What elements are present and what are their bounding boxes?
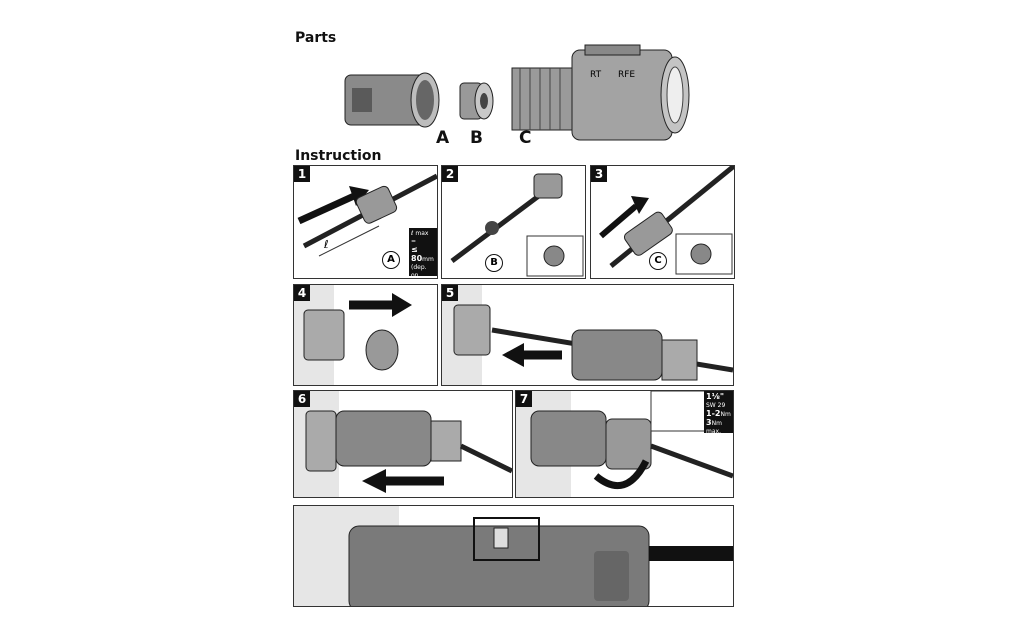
final-detail-panel <box>293 505 734 607</box>
step-7-number: 7 <box>516 391 532 407</box>
parts-heading: Parts <box>295 30 337 46</box>
note-torque: 1-2 <box>706 409 721 418</box>
note-max: 3 <box>706 418 712 427</box>
housing-mark-rfe: RFE <box>618 70 636 80</box>
note-80: ≤ 80 <box>411 245 423 263</box>
note-max-unit: Nm max. <box>706 420 722 435</box>
parts-illustration <box>344 44 690 141</box>
step-3-number: 3 <box>591 166 607 182</box>
part-b-seal <box>459 82 494 120</box>
note-dep: (dep. on adapter position) <box>411 264 427 279</box>
step-1-note: ℓ max =≤ 80mm(dep. on adapter position) <box>409 228 437 279</box>
callout-c: C <box>649 252 667 270</box>
step-6-number: 6 <box>294 391 310 407</box>
note-lmax: ℓ max = <box>411 230 429 245</box>
part-label-c: C <box>519 128 532 148</box>
step-4-number: 4 <box>294 285 310 301</box>
note-wrench: SW 29 <box>706 402 726 409</box>
housing-mark-rt: RT <box>590 70 602 80</box>
note-size: 1⅛" <box>706 392 725 401</box>
instruction-heading: Instruction <box>295 148 382 164</box>
part-a-sleeve <box>344 72 440 128</box>
step-5-number: 5 <box>442 285 458 301</box>
callout-a: A <box>382 251 400 269</box>
step-5-panel: 5 <box>441 284 734 386</box>
step-3-panel: 3 C <box>590 165 735 279</box>
part-label-b: B <box>470 128 483 148</box>
note-unit: mm <box>422 256 434 263</box>
part-c-housing <box>511 44 690 141</box>
step-1-number: 1 <box>294 166 310 182</box>
step-1-panel: 1 A ℓ ℓ max =≤ 80mm(dep. on adapter posi… <box>293 165 438 279</box>
note-torque-unit: Nm <box>720 411 731 418</box>
step-6-panel: 6 <box>293 390 513 498</box>
length-symbol: ℓ <box>324 238 329 251</box>
step-2-number: 2 <box>442 166 458 182</box>
step-2-panel: 2 B <box>441 165 586 279</box>
callout-b: B <box>485 254 503 272</box>
step-4-panel: 4 <box>293 284 438 386</box>
part-label-a: A <box>436 128 450 148</box>
